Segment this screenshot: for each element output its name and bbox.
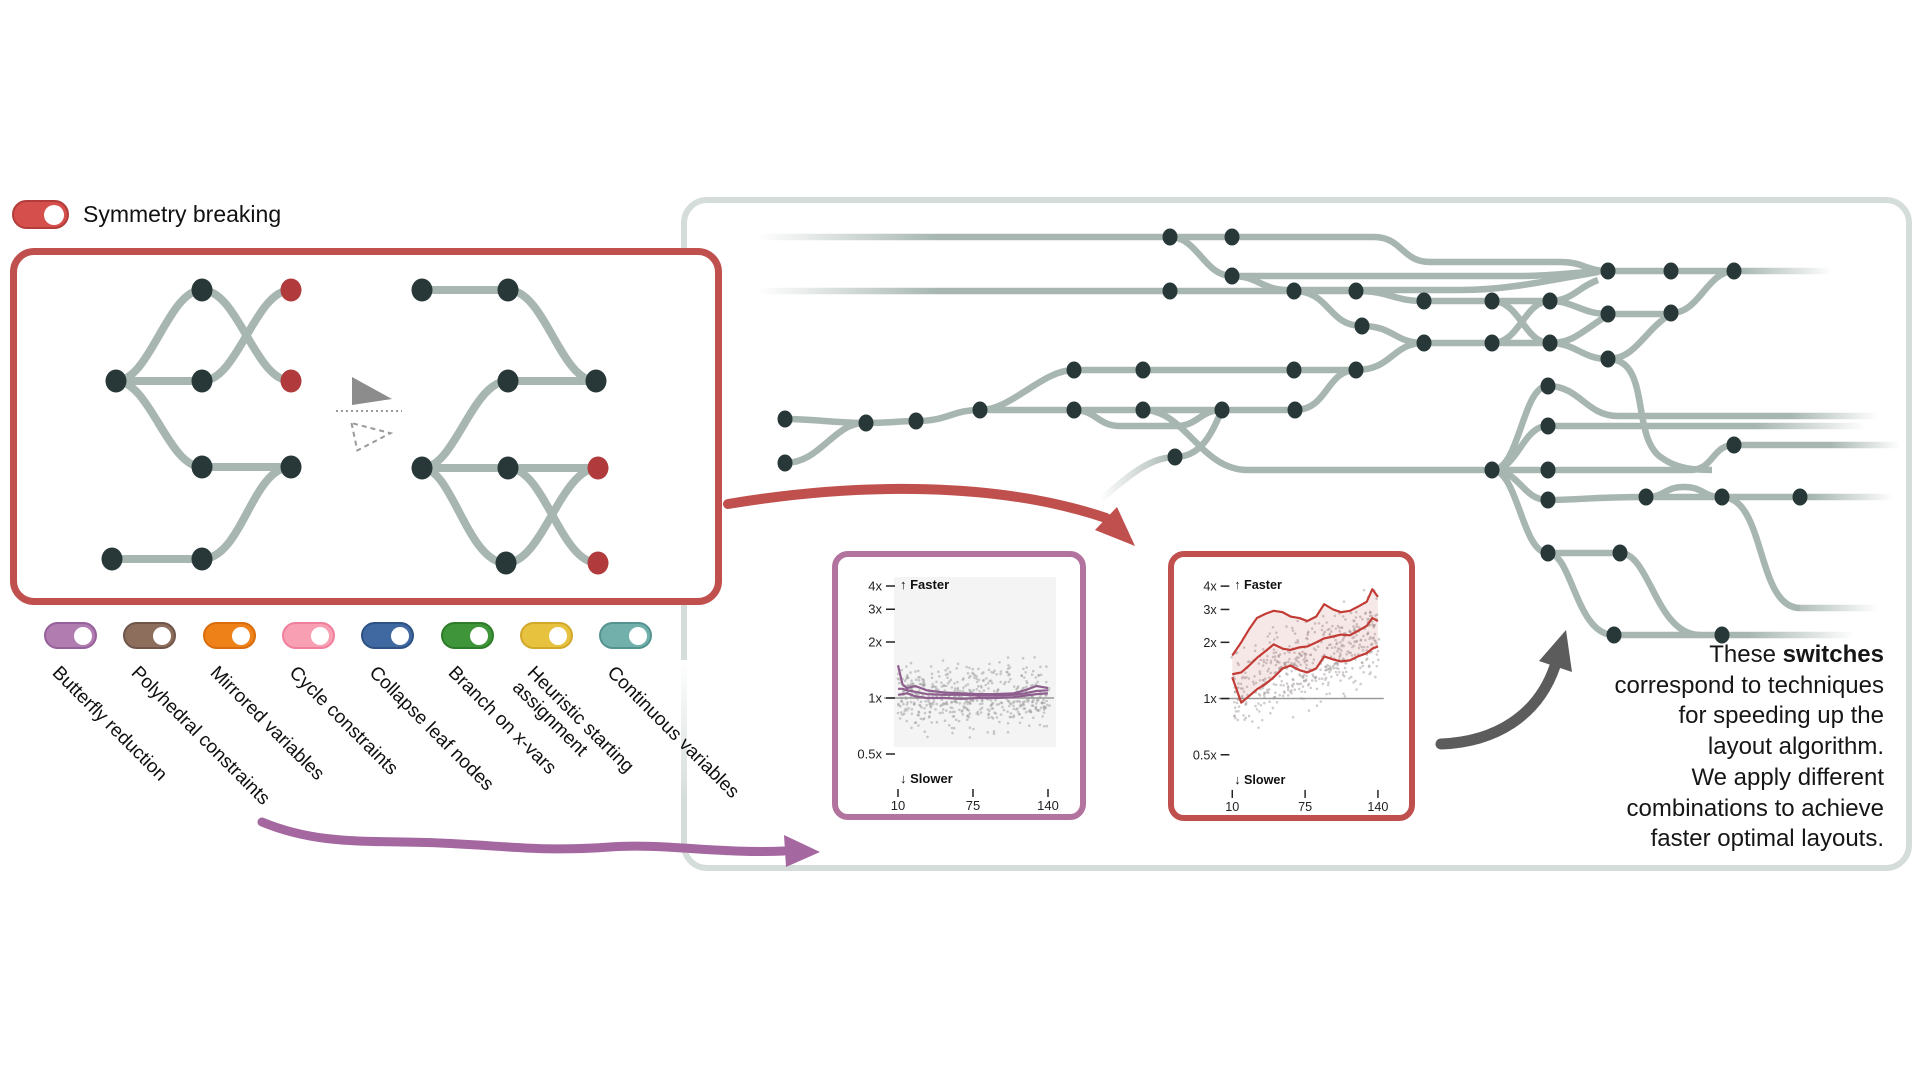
switch-collapse-leaf-nodes[interactable] (361, 622, 415, 649)
annotation-line: These switches (1709, 641, 1884, 668)
svg-text:1x: 1x (1203, 691, 1217, 706)
toggle-knob (549, 626, 568, 645)
svg-text:↓ Slower: ↓ Slower (1234, 772, 1285, 787)
svg-text:4x: 4x (1203, 578, 1217, 593)
switch-polyhedral-constraints[interactable] (123, 622, 177, 649)
toggle-knob (232, 626, 251, 645)
switch-butterfly-reduction[interactable] (44, 622, 97, 649)
solver-play-icon-ghost (350, 421, 394, 452)
svg-text:2x: 2x (1203, 635, 1217, 650)
annotation-line: layout algorithm. (1707, 733, 1884, 761)
annotation-line: faster optimal layouts. (1650, 825, 1884, 853)
symmetry-breaking-switch-row: Symmetry breaking (12, 200, 281, 229)
toggle-knob (311, 626, 330, 645)
switch-cycle-constraints[interactable] (281, 622, 335, 649)
svg-text:↑ Faster: ↑ Faster (900, 577, 949, 592)
switch-branch-on-x-vars[interactable] (440, 622, 494, 649)
svg-text:2x: 2x (868, 635, 882, 650)
svg-text:0.5x: 0.5x (857, 747, 882, 762)
toggle-knob (390, 626, 409, 645)
svg-text:↑ Faster: ↑ Faster (1234, 577, 1282, 592)
toggle-knob (628, 626, 647, 645)
combined-speedup-chart-box: 4x 3x 2x 1x 0.5x ↑ Faster ↓ Slower 10 75 140 (1168, 551, 1415, 821)
annotation-line: We apply different (1691, 763, 1884, 791)
panel-border-fade (678, 660, 690, 800)
symmetry-example-box (10, 248, 722, 605)
symmetry-example-graphs (101, 278, 609, 575)
svg-text:10: 10 (1225, 799, 1239, 814)
toggle-knob (44, 204, 64, 225)
baseline-speedup-chart: 4x 3x 2x 1x 0.5x ↑ Faster ↓ Slower 10 75 140 (857, 577, 1059, 813)
combined-speedup-chart: 4x 3x 2x 1x 0.5x ↑ Faster ↓ Slower 10 75 140 (1193, 577, 1389, 814)
switch-mirrored-variables[interactable] (202, 622, 256, 649)
svg-text:75: 75 (1298, 799, 1312, 814)
annotation-text: These switches correspond to techniques … (1554, 640, 1884, 855)
svg-text:75: 75 (966, 798, 980, 813)
example-nodes-red (280, 278, 609, 575)
solver-play-icon (336, 377, 402, 452)
svg-text:4x: 4x (868, 579, 882, 594)
annotation-line: combinations to achieve (1626, 794, 1884, 822)
svg-text:3x: 3x (868, 602, 882, 617)
svg-text:0.5x: 0.5x (1193, 747, 1217, 762)
annotation-line: for speeding up the (1678, 702, 1885, 730)
switch-heuristic-starting-assignment[interactable] (519, 622, 573, 649)
toggle-knob (73, 626, 92, 645)
switch-continuous-variables[interactable] (599, 622, 653, 649)
switch-label-polyhedral-constraints: Polyhedral constraints (126, 662, 274, 810)
example-edges (108, 286, 602, 567)
svg-text:↓ Slower: ↓ Slower (900, 771, 953, 786)
symmetry-breaking-toggle[interactable] (12, 200, 69, 229)
svg-text:140: 140 (1367, 799, 1388, 814)
toggle-knob (152, 626, 171, 645)
svg-text:1x: 1x (868, 691, 882, 706)
example-nodes-black (101, 278, 607, 575)
svg-text:3x: 3x (1203, 602, 1217, 617)
toggle-knob (470, 626, 488, 645)
baseline-speedup-chart-box: 4x 3x 2x 1x 0.5x ↑ Faster ↓ Slower 10 75 140 (832, 551, 1086, 820)
symmetry-breaking-label: Symmetry breaking (83, 201, 282, 227)
svg-text:10: 10 (891, 798, 905, 813)
svg-text:140: 140 (1037, 798, 1059, 813)
annotation-line: correspond to techniques (1614, 671, 1884, 699)
